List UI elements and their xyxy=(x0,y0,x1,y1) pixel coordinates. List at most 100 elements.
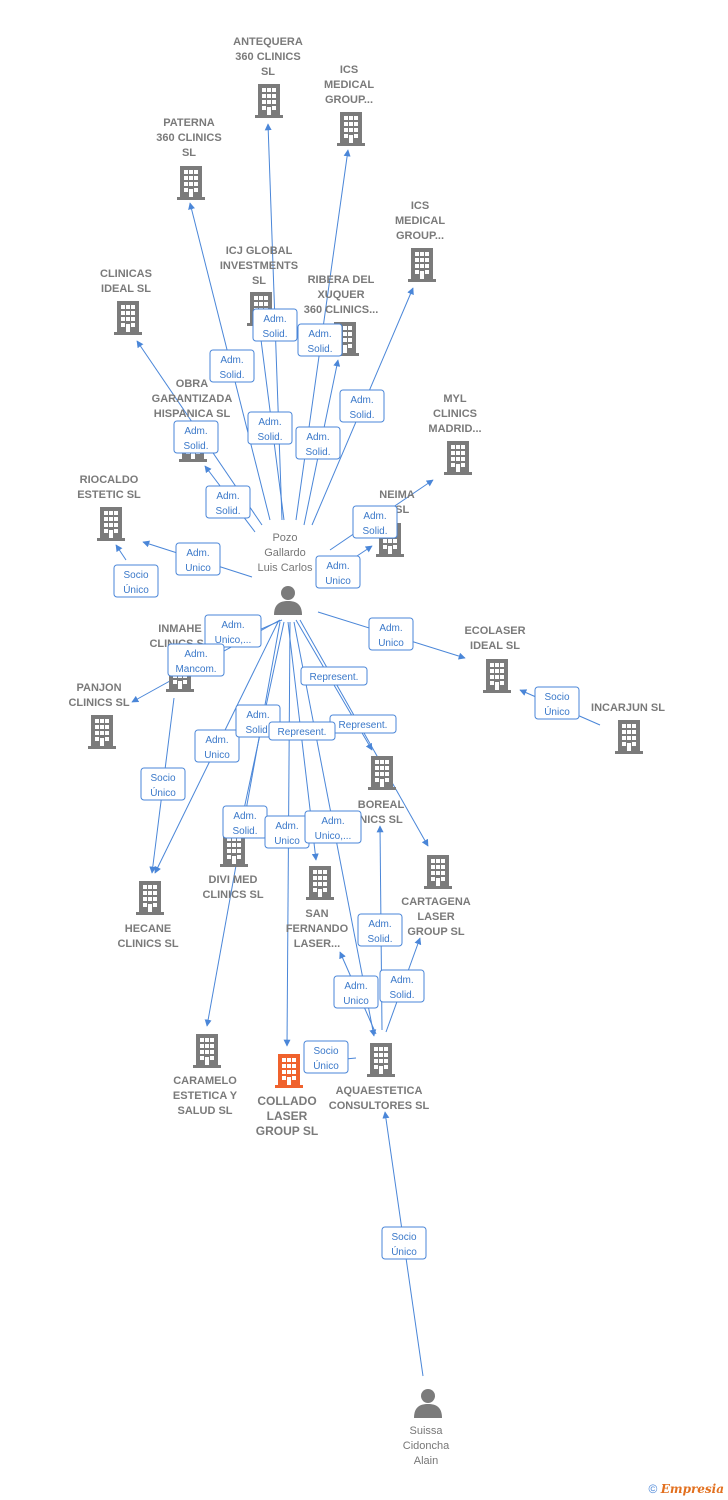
building-icon xyxy=(483,659,511,693)
edge-label-box xyxy=(140,767,186,801)
edge-label-pozo-neima[interactable]: Adm.Unico xyxy=(315,555,361,589)
edge-label-text: Unico xyxy=(343,996,369,1007)
edge-label-pozo-caramelo[interactable]: Adm.Solid. xyxy=(222,805,268,839)
edge-label-pozo-panjon[interactable]: Adm.Mancom. xyxy=(167,643,225,677)
node-myl[interactable]: MYLCLINICSMADRID... xyxy=(428,393,482,475)
node-label-line: MEDICAL xyxy=(395,215,445,227)
node-label-line: MADRID... xyxy=(428,423,481,435)
node-label-line: CLINICS SL xyxy=(68,697,129,709)
edge-label-pozo-paterna[interactable]: Adm.Solid. xyxy=(209,349,255,383)
edge-label-text: Unico xyxy=(185,563,211,574)
edge-label-pozo-ecolaser[interactable]: Adm.Unico xyxy=(368,617,414,651)
node-label-line: SALUD SL xyxy=(178,1105,233,1117)
edge-label-pozo-aquaestetica[interactable]: Adm.Unico,... xyxy=(304,810,362,844)
edge-label-text: Solid. xyxy=(362,526,387,537)
node-sanfernando[interactable]: SANFERNANDOLASER... xyxy=(286,866,349,950)
edge-label-pozo-riocaldo[interactable]: Adm. Unico xyxy=(175,542,221,576)
node-label-line: ICS xyxy=(340,64,358,76)
edge-label-box xyxy=(297,323,343,357)
edge-label-text: Mancom. xyxy=(175,664,216,675)
node-label-line: FERNANDO xyxy=(286,923,349,935)
edge-label-text: Adm. xyxy=(184,426,207,437)
node-label-line: Suissa xyxy=(409,1425,443,1437)
edge-label-pozo-sanfernando[interactable]: Represent. xyxy=(268,721,336,741)
edge-label-text: Unico xyxy=(274,836,300,847)
edge-label-pozo-ribera[interactable]: Adm.Solid. xyxy=(295,426,341,460)
brand-logo[interactable]: Empresia xyxy=(660,1482,724,1496)
node-label-line: RIBERA DEL xyxy=(308,274,375,286)
node-label-line: RIOCALDO xyxy=(80,474,139,486)
edge-label-text: Adm. xyxy=(263,314,286,325)
edge-label-aquaestetica-cartagena[interactable]: Adm.Solid. xyxy=(379,969,425,1003)
edge-label-pozo-antequera[interactable]: Adm. Solid. xyxy=(252,308,298,342)
edge-label-pozo-hecane[interactable]: Adm.Unico xyxy=(194,729,240,763)
node-label-line: LASER xyxy=(267,1109,308,1123)
edge-label-box xyxy=(204,614,262,648)
building-icon xyxy=(193,1034,221,1068)
edge-label-text: Solid. xyxy=(367,934,392,945)
edge-label-text: Socio xyxy=(123,570,148,581)
edge-label-pozo-collado[interactable]: Adm.Unico xyxy=(264,815,310,849)
edge-label-text: Unico,... xyxy=(315,831,352,842)
edge-label-pozo-obra[interactable]: Adm.Solid. xyxy=(205,485,251,519)
node-label-line: HISPANICA SL xyxy=(154,408,231,420)
edge-label-box xyxy=(173,420,219,454)
node-label-line: COLLADO xyxy=(257,1094,316,1108)
edge-label-text: Único xyxy=(391,1245,417,1258)
edge-label-pozo-cartagena[interactable]: Represent. xyxy=(329,714,397,734)
edge-label-box xyxy=(252,308,298,342)
edge-label-pozo-boreal[interactable]: Represent. xyxy=(300,666,368,686)
edge-label-text: Solid. xyxy=(389,990,414,1001)
edge-label-pozo-clinicas_ideal[interactable]: Adm.Solid. xyxy=(173,420,219,454)
node-incarjun[interactable]: INCARJUN SL xyxy=(591,702,665,754)
node-label-line: XUQUER xyxy=(317,289,364,301)
edge-label-pozo-ics2[interactable]: Adm.Solid. xyxy=(339,389,385,423)
edge-label-pozo-icj[interactable]: Adm.Solid. xyxy=(247,411,293,445)
edge-label-pozo-inmahe[interactable]: Adm.Unico,... xyxy=(204,614,262,648)
edge-label-aquaestetica-sanfernando[interactable]: Adm.Unico xyxy=(333,975,379,1009)
edge-label-pozo-myl[interactable]: Adm.Solid. xyxy=(352,505,398,539)
node-label-line: CLINICS SL xyxy=(117,938,178,950)
node-ics2[interactable]: ICSMEDICALGROUP... xyxy=(395,200,445,282)
node-label-line: GROUP SL xyxy=(407,926,465,938)
edge-label-text: Solid. xyxy=(232,826,257,837)
edge-label-text: Solid. xyxy=(219,370,244,381)
edge-label-text: Adm. xyxy=(186,548,209,559)
node-label-line: 360 CLINICS xyxy=(235,51,300,63)
node-label-line: PATERNA xyxy=(163,117,215,129)
edge-label-text: Solid. xyxy=(262,329,287,340)
edge-label-box xyxy=(352,505,398,539)
copyright-icon: © xyxy=(648,1482,658,1496)
edge-label-aquaestetica-boreal[interactable]: Adm.Solid. xyxy=(357,913,403,947)
edge-label-box xyxy=(247,411,293,445)
edge-label-pozo-ics1[interactable]: Adm.Solid. xyxy=(297,323,343,357)
node-label-line: AQUAESTETICA xyxy=(336,1085,423,1097)
node-ics1[interactable]: ICSMEDICALGROUP... xyxy=(324,64,374,146)
edge-label-text: Unico,... xyxy=(215,635,252,646)
edge-label-text: Solid. xyxy=(307,344,332,355)
edge-label-box xyxy=(333,975,379,1009)
